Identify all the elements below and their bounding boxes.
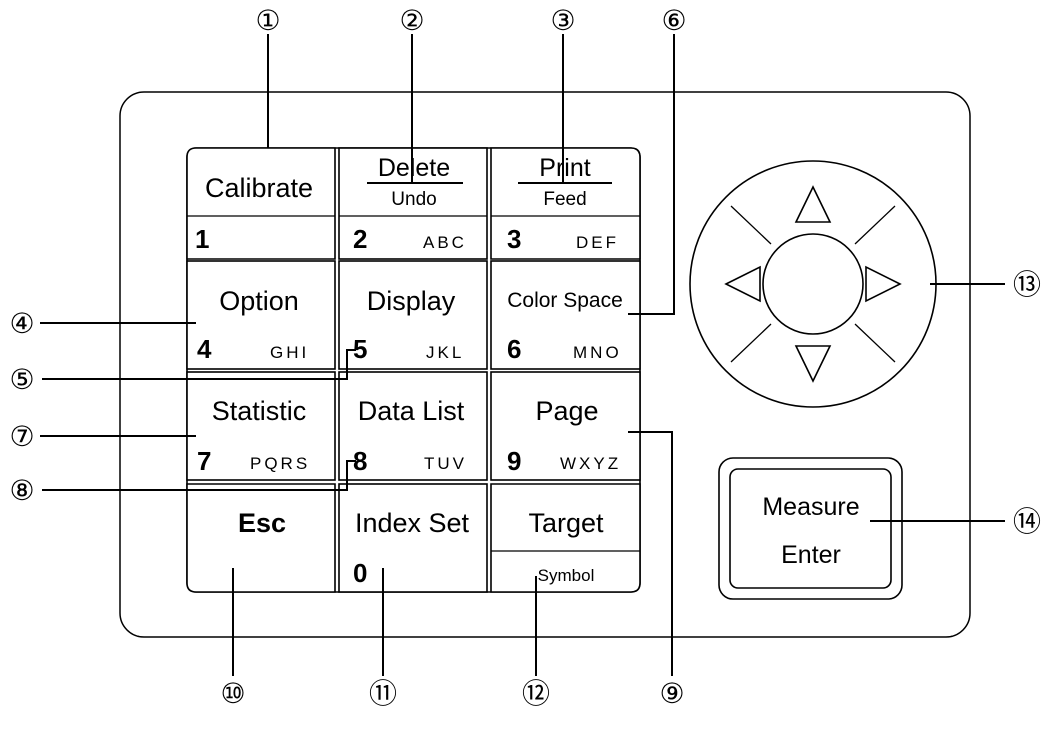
callout-11: ⑪ <box>369 678 397 709</box>
key-color-space[interactable]: Color Space 6 MNO <box>490 260 641 370</box>
key-statistic[interactable]: Statistic 7 PQRS <box>186 371 336 481</box>
callout-6: ⑥ <box>661 5 686 36</box>
key-index-set-label: Index Set <box>355 508 470 538</box>
callout-4: ④ <box>9 308 34 339</box>
callout-14: ⑭ <box>1013 506 1041 537</box>
key-page-label: Page <box>535 396 598 426</box>
callout-1: ① <box>255 5 280 36</box>
key-print-letters: DEF <box>576 233 619 252</box>
key-page[interactable]: Page 9 WXYZ <box>490 371 641 481</box>
callout-2: ② <box>399 5 424 36</box>
key-calibrate-number: 1 <box>195 224 209 254</box>
key-color-space-letters: MNO <box>573 343 622 362</box>
keypad-panel <box>119 91 971 638</box>
key-target-label: Target <box>528 508 604 538</box>
key-statistic-letters: PQRS <box>250 454 310 473</box>
callout-8: ⑧ <box>9 475 34 506</box>
key-print-number: 3 <box>507 224 521 254</box>
key-data-list-number: 8 <box>353 446 367 476</box>
key-data-list[interactable]: Data List 8 TUV <box>338 371 488 481</box>
divider-lower-left <box>730 323 772 363</box>
key-color-space-label: Color Space <box>507 289 623 312</box>
direction-pad[interactable] <box>689 160 937 408</box>
key-target[interactable]: Target Symbol <box>490 483 641 593</box>
key-option-label: Option <box>219 286 299 316</box>
divider-lower-right <box>854 323 896 363</box>
key-esc[interactable]: Esc <box>186 483 336 593</box>
callout-7: ⑦ <box>9 421 34 452</box>
key-display[interactable]: Display 5 JKL <box>338 260 488 370</box>
key-statistic-label: Statistic <box>212 396 307 426</box>
key-page-letters: WXYZ <box>560 454 621 473</box>
key-option[interactable]: Option 4 GHI <box>186 260 336 370</box>
leader-lines <box>40 34 1005 676</box>
key-display-label: Display <box>367 286 456 316</box>
arrow-up-icon[interactable] <box>794 185 832 223</box>
key-data-list-letters: TUV <box>424 454 467 473</box>
key-color-space-number: 6 <box>507 334 521 364</box>
key-esc-label: Esc <box>238 508 286 538</box>
divider-upper-left <box>730 205 772 245</box>
key-display-number: 5 <box>353 334 367 364</box>
key-calibrate[interactable]: Calibrate 1 <box>186 147 336 260</box>
key-measure-label: Measure <box>762 493 859 521</box>
callout-10: ⑩ <box>220 678 245 709</box>
key-symbol-label: Symbol <box>538 566 595 585</box>
callout-9: ⑨ <box>659 678 684 709</box>
callout-12: ⑫ <box>522 678 550 709</box>
callout-3: ③ <box>550 5 575 36</box>
key-delete-label: Delete <box>378 154 450 182</box>
callout-5: ⑤ <box>9 364 34 395</box>
key-print[interactable]: Print Feed 3 DEF <box>490 147 641 260</box>
key-enter-label: Enter <box>781 541 841 569</box>
key-measure-enter[interactable]: Measure Enter <box>718 457 903 600</box>
key-option-number: 4 <box>197 334 212 364</box>
key-index-set[interactable]: Index Set 0 <box>338 483 488 593</box>
divider-upper-right <box>854 205 896 245</box>
key-data-list-label: Data List <box>358 396 465 426</box>
key-delete-number: 2 <box>353 224 367 254</box>
key-print-label: Print <box>539 154 590 182</box>
direction-pad-center-button[interactable] <box>762 233 864 335</box>
key-undo-label: Undo <box>391 189 436 210</box>
key-index-set-number: 0 <box>353 558 367 588</box>
key-page-number: 9 <box>507 446 521 476</box>
key-option-letters: GHI <box>270 343 309 362</box>
callout-13: ⑬ <box>1013 269 1041 300</box>
arrow-down-icon[interactable] <box>794 345 832 383</box>
arrow-right-icon[interactable] <box>865 265 902 303</box>
key-delete-letters: ABC <box>423 233 467 252</box>
key-statistic-number: 7 <box>197 446 211 476</box>
key-feed-label: Feed <box>543 189 586 210</box>
arrow-left-icon[interactable] <box>724 265 761 303</box>
key-display-letters: JKL <box>426 343 464 362</box>
key-calibrate-label: Calibrate <box>205 173 313 203</box>
